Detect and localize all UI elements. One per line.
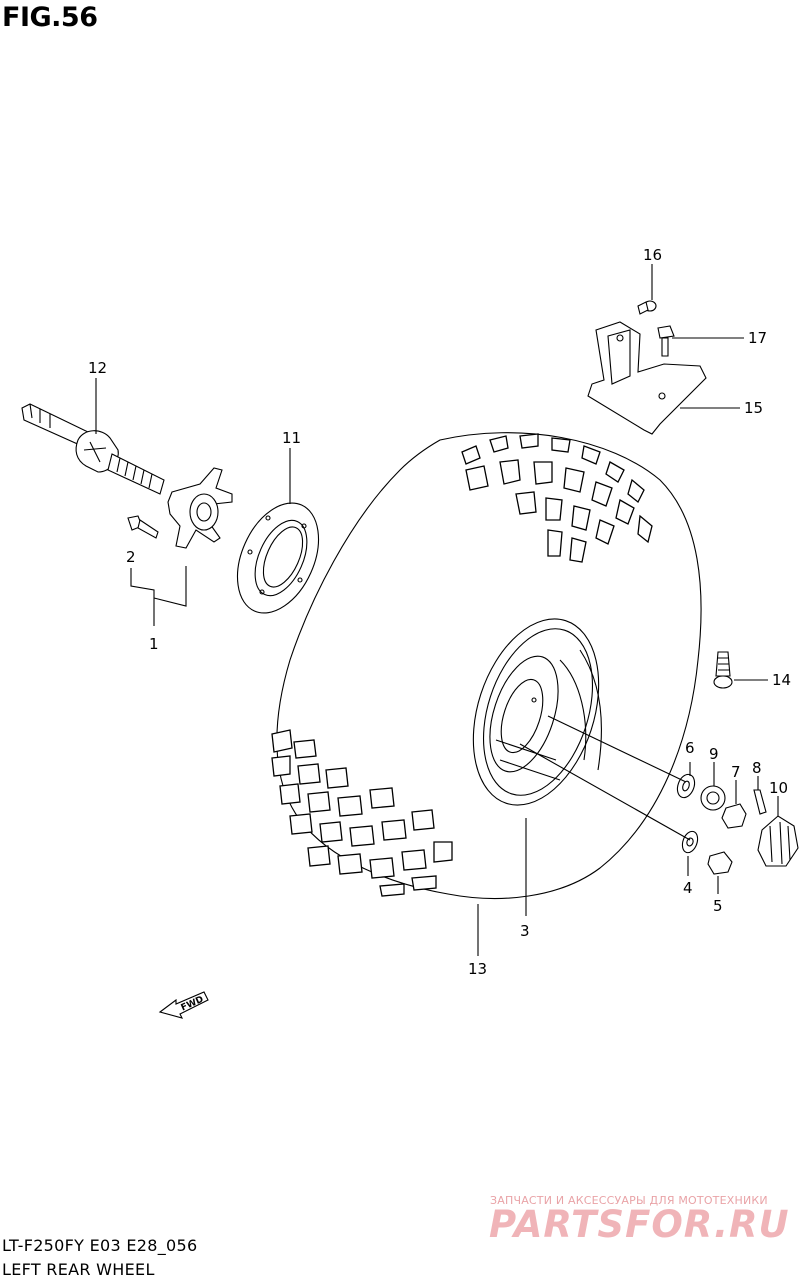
seal-ring-part <box>236 502 320 614</box>
lug-nut-part <box>707 851 733 875</box>
wheel-stud-part <box>713 651 733 689</box>
cotter-pin-part <box>753 789 767 815</box>
bracket-bolt-part <box>637 300 657 315</box>
alignment-lines <box>519 715 691 841</box>
callout-2: 2 <box>126 548 136 566</box>
washer-part-4 <box>681 830 699 854</box>
callout-1: 1 <box>149 635 159 653</box>
callout-7: 7 <box>731 763 741 781</box>
drive-shaft-part <box>21 403 165 495</box>
castle-nut-part <box>721 803 747 829</box>
callout-17: 17 <box>748 329 767 347</box>
callout-12: 12 <box>88 359 107 377</box>
callout-5: 5 <box>713 897 723 915</box>
tread-lugs-lower <box>271 729 453 897</box>
figure-title: FIG.56 <box>2 2 98 33</box>
flange-bolt-part <box>657 325 675 357</box>
callout-16: 16 <box>643 246 662 264</box>
callout-15: 15 <box>744 399 763 417</box>
watermark-tagline: ЗАПЧАСТИ И АКСЕССУАРЫ ДЛЯ МОТОТЕХНИКИ <box>490 1194 768 1207</box>
fwd-direction-arrow: FWD <box>158 991 209 1019</box>
tread-lugs-upper <box>461 433 653 563</box>
callout-11: 11 <box>282 429 301 447</box>
washer-part-6 <box>676 773 696 799</box>
wheel-hub-part <box>167 467 233 549</box>
watermark-logo: PARTSFOR.RU <box>489 1203 790 1246</box>
section-name: LEFT REAR WHEEL <box>2 1260 155 1279</box>
callout-10: 10 <box>769 779 788 797</box>
callout-9: 9 <box>709 745 719 763</box>
callout-3: 3 <box>520 922 530 940</box>
model-code: LT-F250FY E03 E28_056 <box>2 1236 198 1255</box>
callout-6: 6 <box>685 739 695 757</box>
hub-cap-part <box>757 815 799 867</box>
spacer-part <box>700 785 726 811</box>
leader-lines <box>95 264 779 956</box>
tire-part <box>271 432 702 900</box>
callout-8: 8 <box>752 759 762 777</box>
callout-13: 13 <box>468 960 487 978</box>
fwd-label: FWD <box>180 995 206 1014</box>
callout-4: 4 <box>683 879 693 897</box>
mounting-bracket-part <box>587 321 707 435</box>
callout-labels: 12 2 1 11 3 13 16 17 15 14 6 9 7 8 10 4 … <box>88 246 791 978</box>
callout-14: 14 <box>772 671 791 689</box>
wheel-rim-part <box>472 618 602 806</box>
hub-bolt-part <box>127 515 159 539</box>
